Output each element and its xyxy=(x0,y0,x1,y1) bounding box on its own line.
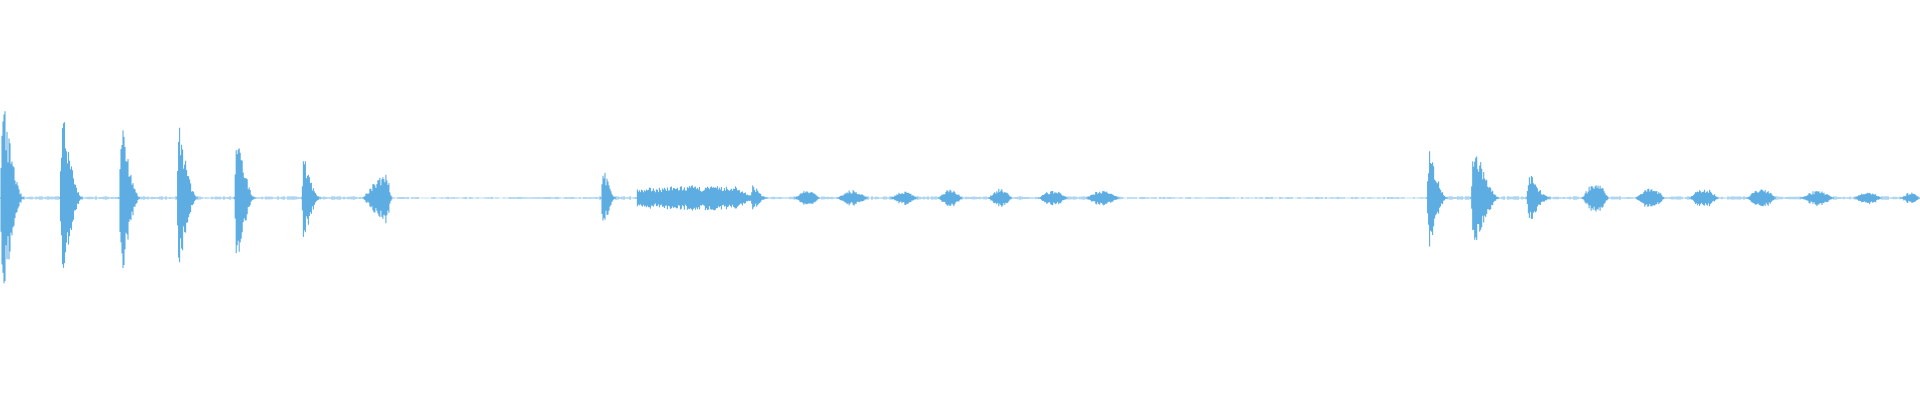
waveform-segment-5 xyxy=(233,148,256,254)
waveform-segment-23 xyxy=(1689,189,1719,207)
waveform-segment-20 xyxy=(1525,176,1551,219)
waveform-segment-18 xyxy=(1426,151,1449,247)
waveform-segment-11 xyxy=(794,191,820,205)
waveform-segment-6 xyxy=(300,161,321,237)
waveform-segment-12 xyxy=(836,190,868,206)
waveform-segment-19 xyxy=(1470,156,1500,241)
waveform-segment-1 xyxy=(0,111,25,284)
waveform-segment-27 xyxy=(1900,192,1920,203)
waveform-segment-3 xyxy=(118,130,141,268)
waveform-segment-8 xyxy=(600,172,617,221)
waveform-segment-14 xyxy=(938,189,963,207)
waveform-segment-9 xyxy=(636,185,753,211)
waveform-segment-21 xyxy=(1581,185,1609,212)
waveform-segment-26 xyxy=(1854,192,1882,205)
waveform-segment-17 xyxy=(1086,191,1120,206)
waveform-segment-7 xyxy=(362,174,392,224)
waveform-segment-22 xyxy=(1635,188,1665,207)
waveform-segment-13 xyxy=(890,191,918,205)
waveform-segments xyxy=(0,111,1920,284)
waveform-segment-24 xyxy=(1746,189,1776,207)
waveform-segment-4 xyxy=(176,127,199,263)
waveform-segment-16 xyxy=(1038,190,1068,206)
waveform-segment-25 xyxy=(1800,191,1834,207)
waveform-segment-10 xyxy=(750,185,769,210)
waveform-segment-15 xyxy=(988,188,1013,207)
waveform-segment-2 xyxy=(58,122,84,268)
